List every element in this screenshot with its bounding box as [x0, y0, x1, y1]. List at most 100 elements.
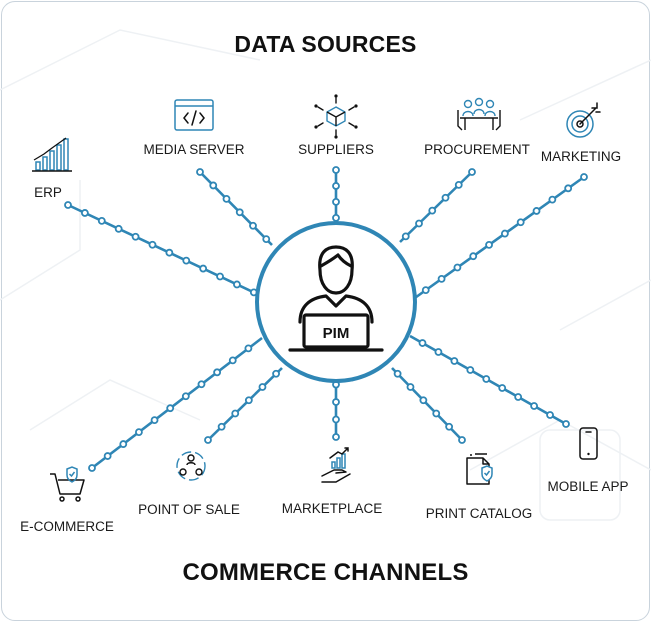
channel-label-point-of-sale: POINT OF SALE	[138, 502, 240, 517]
connector-node	[415, 219, 423, 228]
box-network-icon	[314, 94, 358, 139]
commerce-channels-heading: COMMERCE CHANNELS	[182, 559, 469, 586]
connector-node	[209, 181, 218, 190]
pim-label: PIM	[323, 325, 350, 342]
connector-node	[332, 182, 340, 190]
connector-node	[546, 411, 554, 419]
connector-node	[216, 272, 224, 281]
connector-node	[244, 344, 253, 353]
connector-node	[80, 209, 89, 217]
connector-node	[445, 422, 454, 431]
connector-node	[258, 383, 267, 391]
connector-node	[458, 436, 466, 444]
connector-node	[233, 280, 241, 289]
connector-node	[454, 180, 463, 189]
connector-node	[181, 392, 190, 401]
connector-node	[131, 232, 140, 241]
connector-node	[199, 264, 208, 273]
channel-label-mobile-app: MOBILE APP	[547, 479, 629, 494]
hand-growth-icon	[321, 447, 351, 483]
source-label-procurement: PROCUREMENT	[424, 142, 530, 157]
connector-node	[262, 235, 271, 244]
connector-node	[228, 356, 237, 365]
connector-node	[580, 173, 588, 181]
connector-node	[498, 384, 507, 392]
connector-node	[516, 218, 525, 227]
connector-node	[272, 369, 280, 378]
meeting-table-icon	[457, 97, 501, 131]
source-label-erp: ERP	[34, 185, 62, 200]
connector-node	[514, 393, 523, 401]
connector-node	[500, 229, 509, 238]
connector-node	[393, 369, 402, 378]
connector-node	[135, 428, 143, 437]
connector-node	[166, 404, 175, 413]
source-label-suppliers: SUPPLIERS	[298, 142, 374, 157]
connector-node	[406, 383, 415, 391]
connector-e-commerce	[91, 336, 263, 470]
connector-node	[204, 436, 212, 444]
connector-node	[197, 380, 206, 389]
connector-node	[468, 168, 476, 176]
channel-label-print-catalog: PRINT CATALOG	[425, 506, 533, 521]
connector-node	[421, 286, 430, 295]
code-window-icon	[174, 99, 214, 131]
connector-node	[332, 415, 340, 424]
connector-node	[434, 348, 443, 356]
connector-node	[419, 396, 428, 405]
connector-node	[532, 207, 541, 215]
source-label-media-server: MEDIA SERVER	[143, 142, 245, 157]
connector-node	[196, 168, 204, 176]
connector-node	[222, 194, 231, 203]
connector-node	[97, 216, 106, 225]
connector-node	[249, 221, 257, 230]
shopping-cart-icon	[50, 466, 85, 502]
connector-node	[437, 274, 446, 283]
connector-node	[64, 201, 72, 209]
connector-node	[530, 402, 539, 410]
connector-node	[217, 422, 226, 431]
connector-node	[165, 248, 174, 257]
connector-node	[235, 208, 244, 217]
connector-marketing	[411, 175, 585, 302]
connector-node	[332, 166, 340, 174]
connector-node	[148, 240, 157, 249]
connector-node	[213, 368, 222, 377]
connector-node	[114, 224, 123, 233]
bar-chart-icon	[32, 137, 72, 172]
connector-node	[231, 409, 240, 418]
connector-node	[332, 398, 340, 406]
data-sources-heading: DATA SOURCES	[234, 31, 417, 57]
connector-lines	[64, 166, 588, 472]
connector-node	[453, 263, 462, 272]
connector-node	[428, 206, 437, 215]
person-at-laptop-icon	[288, 245, 384, 352]
source-label-marketing: MARKETING	[540, 149, 622, 164]
connector-node	[244, 396, 253, 405]
connector-node	[150, 416, 159, 425]
connector-node	[119, 440, 128, 448]
connector-node	[482, 375, 491, 383]
connector-node	[332, 197, 340, 206]
connector-node	[401, 232, 410, 241]
document-shield-icon	[466, 453, 493, 485]
connector-node	[182, 256, 191, 265]
pim-hub: PIM	[255, 221, 417, 383]
connector-node	[466, 366, 475, 374]
target-arrow-icon	[566, 102, 601, 138]
connector-node	[432, 409, 441, 418]
connector-node	[485, 240, 493, 249]
connector-node	[562, 420, 570, 428]
pim-hub-circle	[255, 221, 417, 383]
connector-node	[418, 339, 427, 347]
channel-label-marketplace: MARKETPLACE	[281, 501, 383, 516]
people-group-icon	[176, 451, 206, 481]
connector-node	[88, 464, 96, 472]
connector-node	[469, 252, 478, 261]
connector-node	[441, 193, 450, 202]
connector-node	[103, 452, 112, 460]
smartphone-icon	[579, 427, 598, 460]
connector-node	[564, 184, 573, 193]
